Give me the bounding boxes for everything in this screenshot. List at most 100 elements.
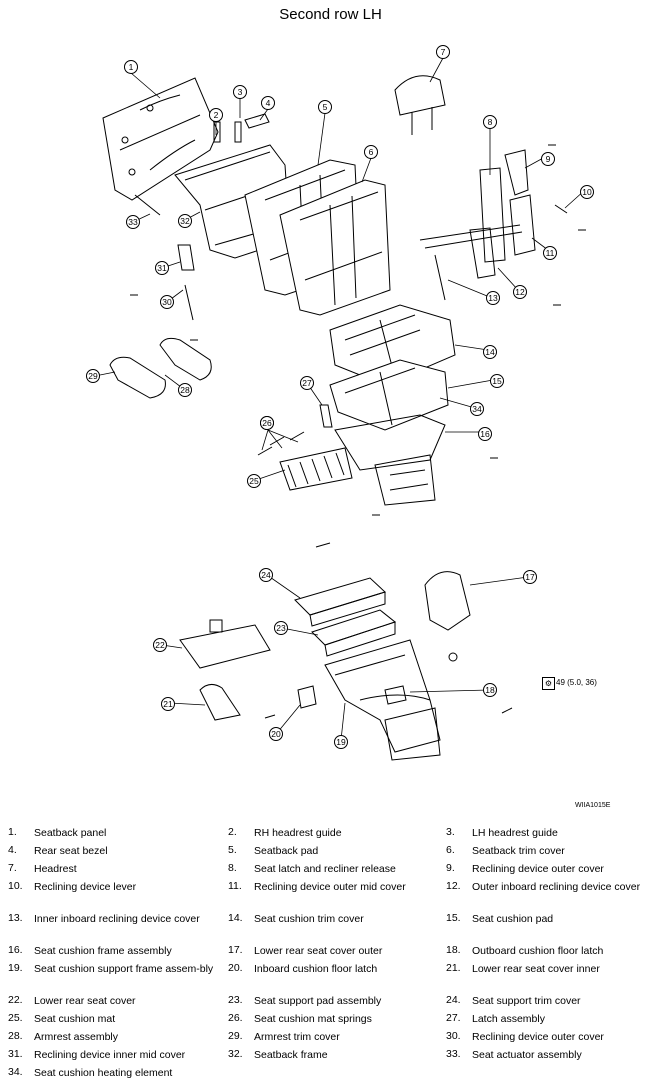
- callout-33: 33: [126, 215, 140, 229]
- legend-item-number: 4.: [8, 844, 17, 856]
- torque-wrench-icon: ⚙: [542, 677, 555, 690]
- callout-1: 1: [124, 60, 138, 74]
- legend-item-number: 31.: [8, 1048, 23, 1060]
- legend-item-number: 3.: [446, 826, 455, 838]
- legend-item-label: Reclining device outer cover: [472, 1031, 604, 1043]
- callout-number: 13: [488, 293, 498, 303]
- callout-18: 18: [483, 683, 497, 697]
- seat-cushion-pad-part: [329, 359, 449, 431]
- callout-number: 17: [525, 572, 535, 582]
- callout-25: 25: [247, 474, 261, 488]
- callout-32: 32: [178, 214, 192, 228]
- callout-27: 27: [300, 376, 314, 390]
- figure-reference-code: WIIA1015E: [575, 802, 611, 809]
- legend-item-label: Lower rear seat cover outer: [254, 945, 383, 957]
- legend-item-label: Lower rear seat cover: [34, 995, 136, 1007]
- legend-item-number: 12.: [446, 880, 461, 892]
- callout-5: 5: [318, 100, 332, 114]
- callout-29: 29: [86, 369, 100, 383]
- legend-item-label: Reclining device inner mid cover: [34, 1049, 186, 1061]
- legend-item-label: Seatback pad: [254, 845, 319, 857]
- legend-item-number: 33.: [446, 1048, 461, 1060]
- legend-item-label: Seat cushion mat springs: [254, 1013, 372, 1025]
- callout-10: 10: [580, 185, 594, 199]
- seat-cushion-mat-part: [257, 431, 353, 491]
- callout-2: 2: [209, 108, 223, 122]
- callout-number: 16: [480, 429, 490, 439]
- legend-item-label: Seat cushion pad: [472, 913, 554, 925]
- callout-number: 22: [155, 640, 165, 650]
- callout-number: 33: [128, 217, 138, 227]
- legend-item-number: 27.: [446, 1012, 461, 1024]
- seat-support-trim-part: [294, 577, 386, 627]
- legend-item-label: LH headrest guide: [472, 827, 558, 839]
- legend-item-number: 13.: [8, 912, 23, 924]
- callout-17: 17: [523, 570, 537, 584]
- torque-spec: 49 (5.0, 36): [556, 678, 597, 687]
- legend-item-label: Inner inboard reclining device cover: [34, 913, 200, 925]
- legend-item-number: 16.: [8, 944, 23, 956]
- inboard-cushion-floor-latch-part: [297, 685, 317, 709]
- callout-number: 32: [180, 216, 190, 226]
- callout-number: 34: [472, 404, 482, 414]
- armrest-part: [109, 337, 212, 399]
- callout-13: 13: [486, 291, 500, 305]
- legend-item-number: 11.: [228, 880, 242, 892]
- seat-cushion-frame-part: [334, 414, 446, 506]
- callout-6: 6: [364, 145, 378, 159]
- callout-number: 21: [163, 699, 173, 709]
- callout-31: 31: [155, 261, 169, 275]
- legend-item-number: 5.: [228, 844, 237, 856]
- callout-number: 6: [369, 147, 374, 157]
- callout-number: 28: [180, 385, 190, 395]
- legend-item-label: Latch assembly: [472, 1013, 545, 1025]
- callout-number: 18: [485, 685, 495, 695]
- callout-number: 19: [336, 737, 346, 747]
- callout-26: 26: [260, 416, 274, 430]
- legend-item-label: Seat support pad assembly: [254, 995, 382, 1007]
- outboard-cushion-floor-latch-part: [384, 685, 407, 705]
- legend-item-number: 28.: [8, 1030, 23, 1042]
- callout-number: 15: [492, 376, 502, 386]
- callout-number: 27: [302, 378, 312, 388]
- legend-item-number: 1.: [8, 826, 17, 838]
- lower-rear-seat-cover-outer-part: [424, 571, 471, 631]
- callout-number: 5: [323, 102, 328, 112]
- seatback-trim-cover-part: [279, 179, 391, 316]
- legend-item-label: RH headrest guide: [254, 827, 342, 839]
- legend-item-label: Seat cushion frame assembly: [34, 945, 172, 957]
- callout-number: 9: [546, 154, 551, 164]
- legend-item-label: Seatback frame: [254, 1049, 328, 1061]
- legend-item-number: 7.: [8, 862, 17, 874]
- legend-item-number: 10.: [8, 880, 23, 892]
- legend-item-number: 24.: [446, 994, 461, 1006]
- lower-rear-seat-cover-inner-part: [199, 684, 241, 721]
- legend-item-label: Outboard cushion floor latch: [472, 945, 604, 957]
- callout-number: 23: [276, 623, 286, 633]
- callout-30: 30: [160, 295, 174, 309]
- callout-28: 28: [178, 383, 192, 397]
- lower-rear-seat-cover-part: [179, 619, 271, 669]
- callout-number: 29: [88, 371, 98, 381]
- legend-item-number: 20.: [228, 962, 243, 974]
- callout-34: 34: [470, 402, 484, 416]
- legend-item-number: 14.: [228, 912, 243, 924]
- callout-15: 15: [490, 374, 504, 388]
- callout-number: 3: [238, 87, 243, 97]
- callout-8: 8: [483, 115, 497, 129]
- callout-number: 2: [214, 110, 219, 120]
- bolt-fasteners: [130, 144, 586, 719]
- legend-item-number: 25.: [8, 1012, 23, 1024]
- legend-item-label: Seatback trim cover: [472, 845, 565, 857]
- legend-item-label: Reclining device outer mid cover: [254, 881, 406, 893]
- legend-item-label: Seat cushion trim cover: [254, 913, 364, 925]
- legend-item-label: Lower rear seat cover inner: [472, 963, 600, 975]
